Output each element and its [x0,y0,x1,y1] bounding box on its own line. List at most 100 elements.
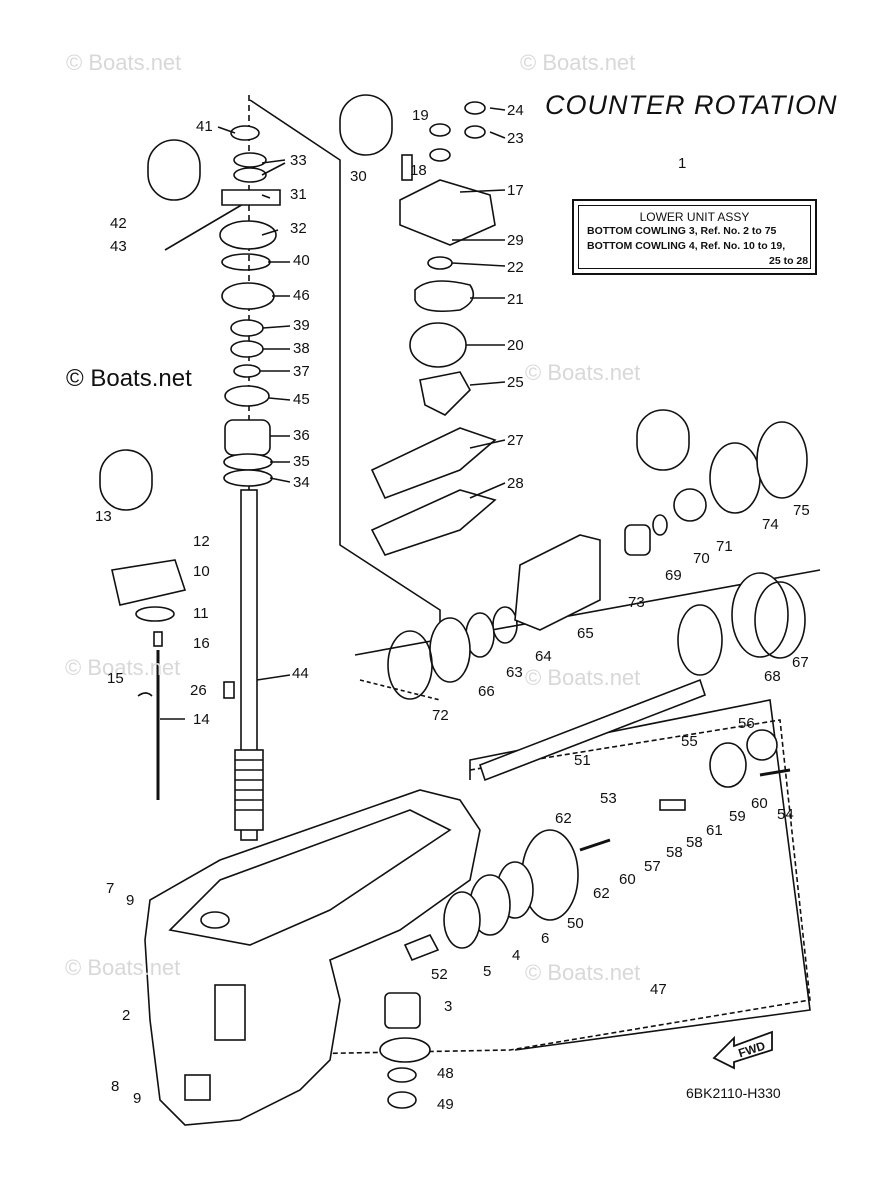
spec-heading: LOWER UNIT ASSY [639,210,750,224]
callout: 53 [600,790,617,807]
callout: 4 [512,947,521,964]
part-56 [746,729,778,761]
part-35 [223,453,273,471]
part-47-gear [677,604,723,676]
callout: 47 [650,981,667,998]
callout: 22 [507,259,524,276]
callout: 13 [95,508,112,525]
grease-inset-upper [147,139,201,201]
callout: 6 [541,930,550,947]
callout: 50 [567,915,584,932]
part-71 [673,488,707,522]
callout: 70 [693,550,710,567]
spec-line-3: 25 to 28 [769,255,809,267]
spec-box-inner: LOWER UNIT ASSY BOTTOM COWLING 3, Ref. N… [578,205,811,269]
callout: 40 [293,252,310,269]
callout: 66 [478,683,495,700]
part-68 [731,572,789,658]
part-33b [233,167,267,183]
callout: 44 [292,665,309,682]
callout: 18 [410,162,427,179]
part-26 [223,681,235,699]
callout: 54 [777,806,794,823]
callout: 43 [110,238,127,255]
part-17 [399,179,496,246]
group-outline-left [249,99,441,660]
callout: 58 [686,834,703,851]
part-65 [514,534,601,631]
callout: 61 [706,822,723,839]
callout: 24 [507,102,524,119]
part-55 [709,742,747,788]
watermark: © Boats.net [525,360,641,385]
part-66 [429,617,471,683]
part-34 [223,469,273,487]
part-40 [221,253,271,271]
callout: 38 [293,340,310,357]
callout: 16 [193,635,210,652]
callout: 55 [681,733,698,750]
callout: 60 [619,871,636,888]
watermark: © Boats.net [525,665,641,690]
watermark: © Boats.net [520,50,636,75]
callout: 75 [793,502,810,519]
callout: 62 [593,885,610,902]
callout: 69 [665,567,682,584]
watermark: © Boats.net [525,960,641,985]
watermark: © Boats.net [66,50,182,75]
callout: 15 [107,670,124,687]
callout: 32 [290,220,307,237]
callout: 33 [290,152,307,169]
callout: 26 [190,682,207,699]
callout: 49 [437,1096,454,1113]
water-inlet [200,911,230,929]
part-31 [221,189,281,206]
part-69 [624,524,651,556]
callout: 59 [729,808,746,825]
part-51 [478,678,707,782]
part-37 [233,364,261,378]
callout: 51 [574,752,591,769]
callout: 64 [535,648,552,665]
callout: 58 [666,844,683,861]
part-30 [401,154,413,181]
part-18 [429,148,451,162]
part-32 [219,220,277,250]
callout: 28 [507,475,524,492]
part-28 [370,489,497,556]
grease-inset-bearing [636,409,690,471]
part-48 [387,1067,417,1083]
callout: 20 [507,337,524,354]
watermark: © Boats.net [65,655,181,680]
callout: 57 [644,858,661,875]
part-33a [233,152,267,168]
part-52 [403,933,440,962]
callout: 52 [431,966,448,983]
anode [184,1074,211,1101]
part-25 [419,371,471,416]
callout: 36 [293,427,310,444]
callout: 34 [293,474,310,491]
watermark: © Boats.net [65,955,181,980]
part-15 [137,692,153,697]
callout: 63 [506,664,523,681]
callout: 41 [196,118,213,135]
callout: 65 [577,625,594,642]
part-27 [370,427,497,500]
callout: 67 [792,654,809,671]
part-54 [759,768,791,777]
callout: 39 [293,317,310,334]
callout: 2 [122,1007,131,1024]
callout: 7 [106,880,115,897]
callout: 45 [293,391,310,408]
part-46 [221,282,275,310]
part-5 [443,891,481,949]
callout: 23 [507,130,524,147]
callout: 5 [483,963,492,980]
callout: 21 [507,291,524,308]
part-20 [409,322,467,368]
callout: 60 [751,795,768,812]
grease-inset-shift [99,449,153,511]
lower-case-window [214,984,246,1041]
